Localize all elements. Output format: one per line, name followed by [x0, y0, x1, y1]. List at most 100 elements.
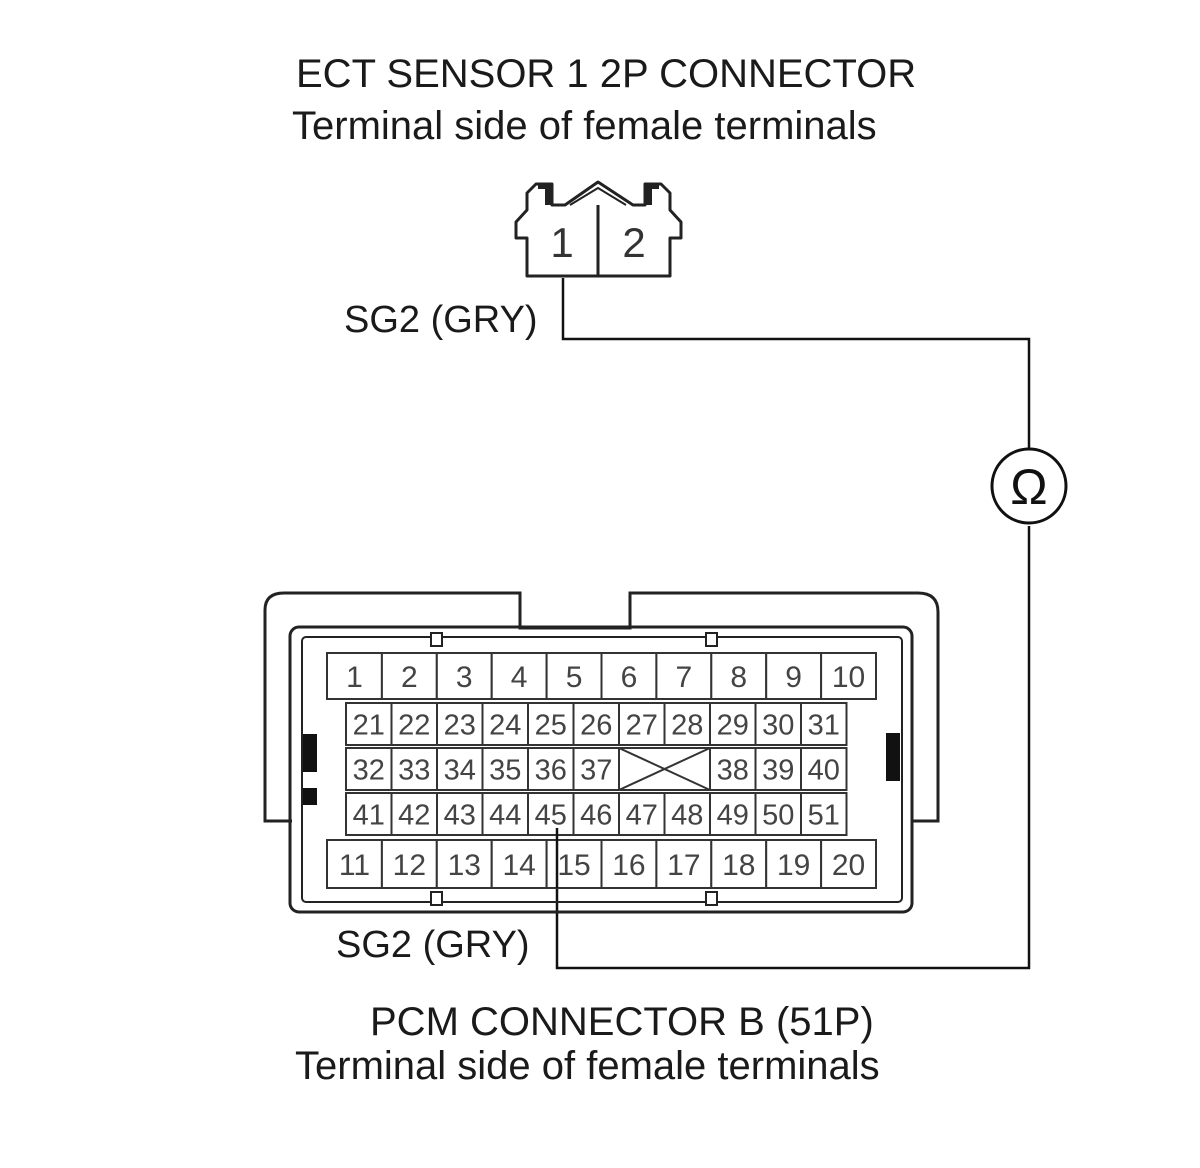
- pcm-terminal-16-label: 16: [612, 849, 645, 882]
- pcm-terminal-41-label: 41: [353, 799, 385, 831]
- ohmmeter-icon: Ω: [990, 447, 1068, 525]
- ect-right-lock: [646, 183, 659, 205]
- pcm-terminal-1-label: 1: [346, 661, 363, 694]
- pcm-terminal-43-label: 43: [444, 799, 476, 831]
- pcm-terminal-23-label: 23: [444, 709, 476, 741]
- pcm-terminal-14: [490, 839, 548, 889]
- pcm-key-bottom-right: [705, 891, 718, 906]
- pcm-terminal-7-label: 7: [676, 661, 693, 694]
- pcm-terminal-4: [490, 652, 548, 700]
- pcm-terminal-6-label: 6: [621, 661, 638, 694]
- pcm-terminal-47: [618, 792, 666, 836]
- ect-connector-title: ECT SENSOR 1 2P CONNECTOR: [296, 52, 917, 96]
- pcm-terminal-11-label: 11: [339, 849, 370, 882]
- pcm-terminal-11: [326, 839, 383, 889]
- pcm-terminal-46: [572, 792, 620, 836]
- pcm-terminal-3: [435, 652, 493, 700]
- pcm-terminal-8: [710, 652, 768, 700]
- pcm-terminal-27: [618, 702, 666, 746]
- pcm-terminal-2-label: 2: [401, 661, 418, 694]
- pcm-terminal-18-label: 18: [722, 849, 755, 882]
- pcm-terminal-9-label: 9: [785, 661, 802, 694]
- pcm-terminal-30: [754, 702, 802, 746]
- pcm-terminal-30-label: 30: [762, 709, 794, 741]
- pcm-terminal-15-label: 15: [557, 849, 590, 882]
- pcm-terminal-34-label: 34: [444, 754, 476, 786]
- pcm-terminal-17-label: 17: [667, 849, 700, 882]
- ect-terminal-1: 1: [550, 219, 573, 266]
- wire-ect-to-meter: [561, 278, 1031, 448]
- pcm-terminal-34: [436, 747, 484, 791]
- pcm-inner-housing: [288, 625, 914, 914]
- pcm-terminal-3-label: 3: [456, 661, 473, 694]
- pcm-terminal-36-label: 36: [535, 754, 567, 786]
- pcm-terminal-5-label: 5: [566, 661, 583, 694]
- pcm-terminal-50-label: 50: [762, 799, 794, 831]
- pcm-terminal-13: [435, 839, 493, 889]
- ect-connector-housing: [514, 180, 683, 278]
- pcm-terminal-18: [710, 839, 768, 889]
- pcm-terminal-39: [754, 747, 802, 791]
- pcm-terminal-51: [800, 792, 848, 836]
- pcm-terminal-13-label: 13: [448, 849, 481, 882]
- ect-connector-subtitle: Terminal side of female terminals: [292, 104, 877, 148]
- pcm-terminal-2: [380, 652, 438, 700]
- pcm-terminal-38-label: 38: [717, 754, 749, 786]
- pcm-terminal-10-label: 10: [832, 661, 865, 694]
- pcm-terminal-35-label: 35: [489, 754, 521, 786]
- pcm-terminal-8-label: 8: [730, 661, 747, 694]
- pcm-terminal-27-label: 27: [626, 709, 658, 741]
- pcm-terminal-29-label: 29: [717, 709, 749, 741]
- ect-connector-latch: [569, 187, 627, 206]
- pcm-terminal-32: [345, 747, 393, 791]
- ect-terminal-2: 2: [622, 219, 645, 266]
- pcm-terminal-4-label: 4: [511, 661, 528, 694]
- pcm-terminal-33: [390, 747, 438, 791]
- pcm-terminal-9: [765, 652, 823, 700]
- pcm-terminal-42-label: 42: [398, 799, 430, 831]
- pcm-left-lock-tab-small: [303, 788, 317, 805]
- pcm-connector-subtitle: Terminal side of female terminals: [295, 1044, 880, 1088]
- pcm-terminal-10: [820, 652, 877, 700]
- pcm-terminal-20-label: 20: [832, 849, 865, 882]
- pcm-terminal-32-label: 32: [353, 754, 385, 786]
- ohm-symbol: Ω: [1010, 459, 1047, 515]
- pcm-terminal-45-label: 45: [535, 799, 567, 831]
- pcm-terminal-39-label: 39: [762, 754, 794, 786]
- pcm-terminal-12-label: 12: [393, 849, 426, 882]
- pcm-blank-cavity-cross: [618, 747, 711, 791]
- pcm-terminal-29: [709, 702, 757, 746]
- pcm-terminal-28-label: 28: [671, 709, 703, 741]
- pcm-terminal-22-label: 22: [398, 709, 430, 741]
- pcm-terminal-48-label: 48: [671, 799, 703, 831]
- ect-wire-label: SG2 (GRY): [344, 299, 538, 341]
- pcm-top-latch: [518, 593, 632, 630]
- pcm-terminal-51-label: 51: [808, 799, 840, 831]
- ect-2p-connector: [514, 180, 683, 278]
- pcm-terminal-21: [345, 702, 393, 746]
- pcm-terminal-40: [800, 747, 848, 791]
- pcm-terminal-50: [754, 792, 802, 836]
- pcm-terminal-23: [436, 702, 484, 746]
- pcm-terminal-47-label: 47: [626, 799, 658, 831]
- pcm-key-top-right: [705, 632, 718, 647]
- pcm-terminal-21-label: 21: [353, 709, 385, 741]
- pcm-terminal-14-label: 14: [502, 849, 535, 882]
- pcm-terminal-37-label: 37: [580, 754, 612, 786]
- pcm-wire-label: SG2 (GRY): [336, 924, 530, 966]
- pcm-terminal-44-label: 44: [489, 799, 521, 831]
- pcm-terminal-16: [600, 839, 658, 889]
- pcm-terminal-26-label: 26: [580, 709, 612, 741]
- pcm-terminal-20: [820, 839, 877, 889]
- pcm-terminal-33-label: 33: [398, 754, 430, 786]
- sg2-wire: [555, 278, 1031, 970]
- pcm-right-lock-tab: [886, 733, 900, 781]
- pcm-terminal-31-label: 31: [808, 709, 840, 741]
- pcm-terminal-31: [800, 702, 848, 746]
- pcm-terminal-49-label: 49: [717, 799, 749, 831]
- pcm-terminal-7: [655, 652, 713, 700]
- pcm-terminal-24-label: 24: [489, 709, 521, 741]
